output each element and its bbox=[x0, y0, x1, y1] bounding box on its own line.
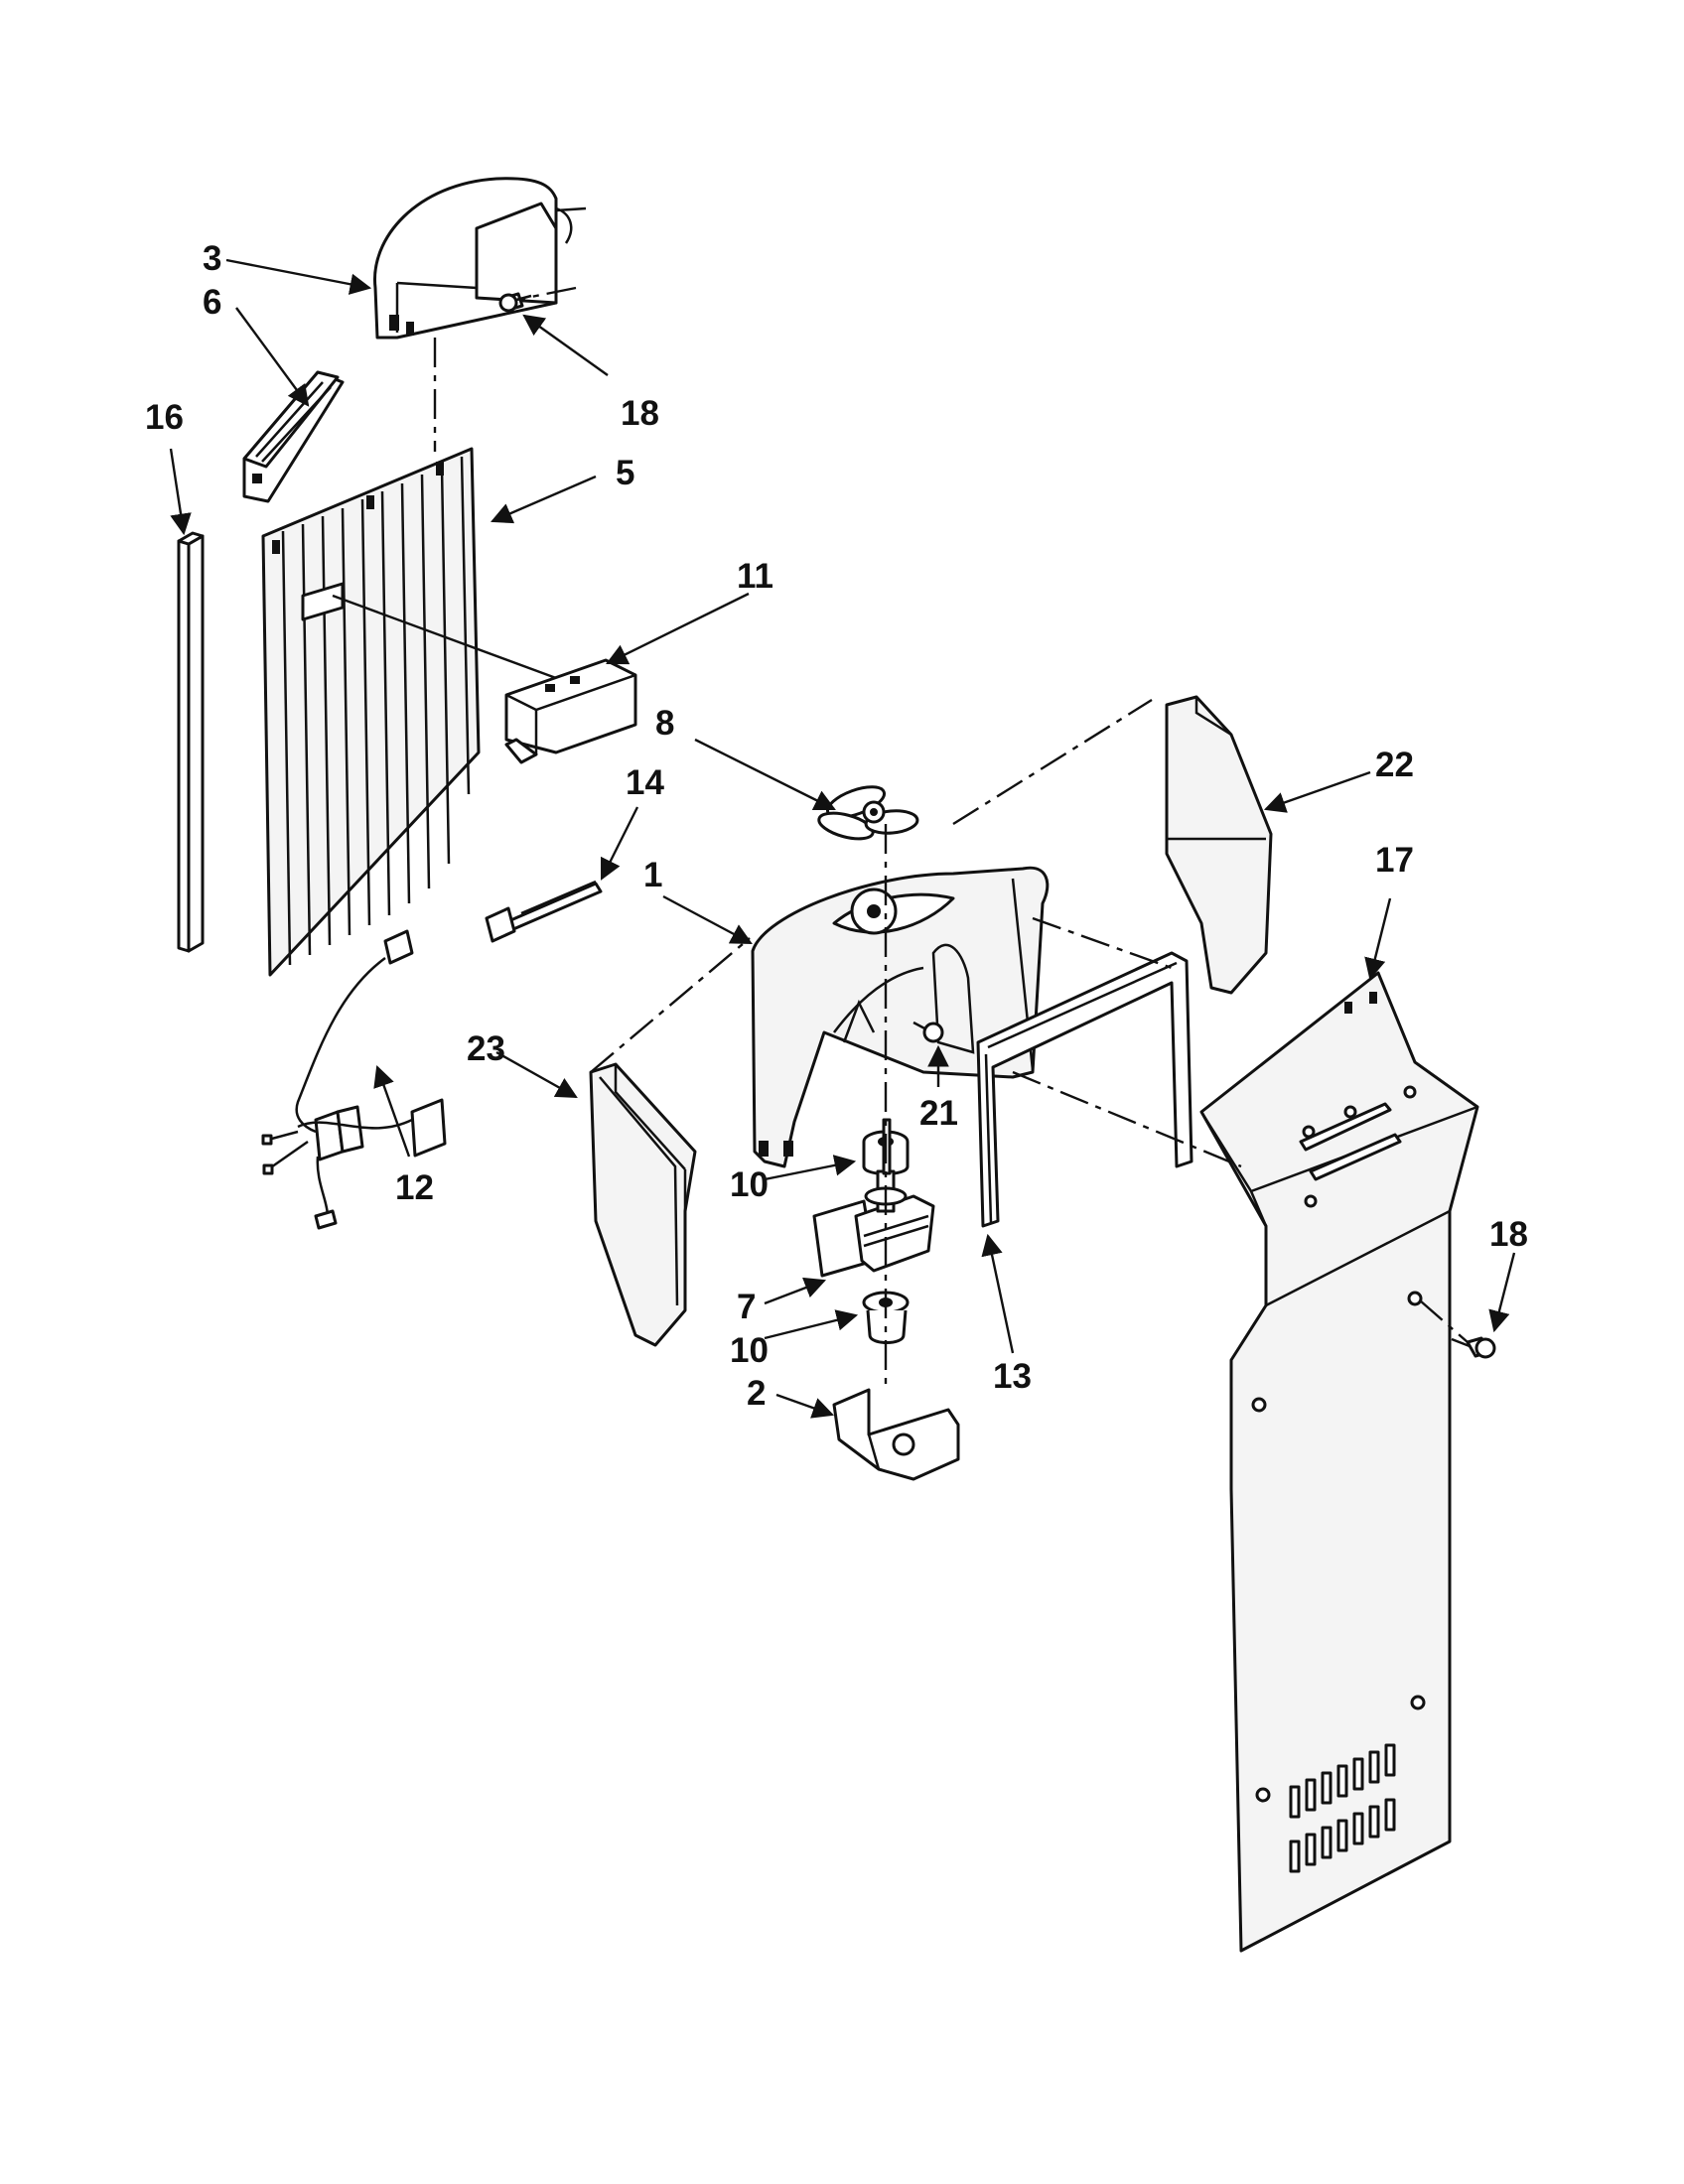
callout-18: 18 bbox=[621, 394, 659, 433]
part-6-air-diffuser bbox=[242, 370, 345, 503]
callout-21: 21 bbox=[919, 1094, 958, 1133]
part-21-screw bbox=[912, 1021, 944, 1043]
callout-10: 10 bbox=[730, 1165, 769, 1204]
callout-10: 10 bbox=[730, 1331, 769, 1370]
callout-6: 6 bbox=[203, 283, 221, 322]
part-22-insulation-right bbox=[1165, 695, 1273, 995]
callout-7: 7 bbox=[737, 1288, 756, 1326]
part-23-insulation-left bbox=[589, 1062, 697, 1347]
callout-16: 16 bbox=[145, 398, 184, 437]
part-18-screw-lower bbox=[1451, 1336, 1496, 1359]
callout-labels: 3 6 16 18 5 11 8 14 1 22 17 23 12 21 10 … bbox=[145, 239, 1528, 1413]
part-1-fan-shroud bbox=[751, 866, 1050, 1168]
callout-23: 23 bbox=[467, 1029, 505, 1068]
callout-2: 2 bbox=[747, 1374, 766, 1413]
part-3-duct-cover bbox=[373, 177, 587, 340]
vent-slots-lower bbox=[1289, 1798, 1396, 1873]
part-13-gasket bbox=[976, 951, 1193, 1228]
callout-5: 5 bbox=[616, 454, 634, 492]
callout-leaders bbox=[169, 258, 1516, 1419]
callout-17: 17 bbox=[1375, 841, 1414, 880]
part-18-screw-upper bbox=[498, 292, 532, 313]
part-12-wire-harness bbox=[261, 929, 447, 1230]
part-17-rear-panel bbox=[1199, 971, 1479, 1953]
part-16-foam-strip bbox=[177, 531, 205, 953]
callout-12: 12 bbox=[395, 1168, 434, 1207]
callout-3: 3 bbox=[203, 239, 221, 278]
callout-22: 22 bbox=[1375, 746, 1414, 784]
part-5-evaporator-panel bbox=[261, 447, 557, 977]
part-14-heater bbox=[485, 880, 603, 943]
callout-14: 14 bbox=[626, 763, 664, 802]
vent-slots-upper bbox=[1289, 1743, 1396, 1819]
part-2-motor-bracket bbox=[832, 1388, 960, 1481]
callout-18: 18 bbox=[1489, 1215, 1528, 1254]
callout-1: 1 bbox=[643, 856, 662, 894]
part-8-fan-blade bbox=[817, 785, 919, 841]
callout-8: 8 bbox=[655, 704, 674, 743]
part-11-bracket bbox=[504, 658, 637, 764]
callout-11: 11 bbox=[737, 557, 773, 596]
callout-13: 13 bbox=[993, 1357, 1032, 1396]
assembly-centerlines bbox=[433, 286, 1469, 1390]
